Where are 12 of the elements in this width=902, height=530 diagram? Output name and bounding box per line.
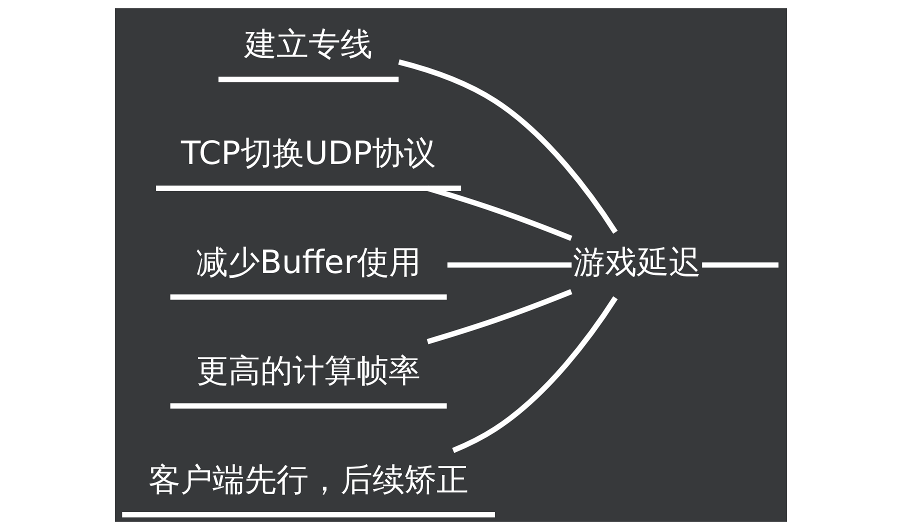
node-text: 建立专线 <box>244 25 373 64</box>
connector <box>398 59 618 234</box>
connector <box>426 289 572 344</box>
node-text: 减少Buffer使用 <box>196 242 422 281</box>
connector <box>426 186 572 241</box>
connector <box>447 262 572 268</box>
connector <box>452 296 618 453</box>
connector <box>702 262 778 268</box>
node-text: TCP切换UDP协议 <box>181 134 436 172</box>
node-text: 客户端先行，后续矫正 <box>148 460 469 498</box>
node-text: 游戏延迟 <box>572 242 701 281</box>
node-text: 更高的计算帧率 <box>196 352 421 390</box>
